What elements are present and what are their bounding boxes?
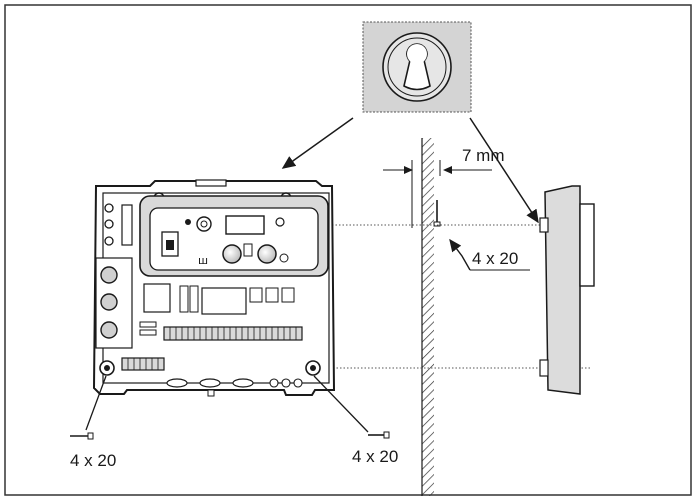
screw-bottom-right [313,375,390,439]
screw-size-label-wall: 4 x 20 [472,249,519,268]
screw-bottom-left [70,375,107,440]
device-front-view: ш [92,179,336,397]
wall-hatch [421,138,434,496]
keyhole-detail [362,21,472,113]
keyhole-icon [382,32,452,102]
gap-label: 7 mm [462,146,505,165]
arrow-wall-screw [449,238,471,271]
device-side-view [539,185,595,395]
gap-dimension [383,160,492,228]
arrow-to-front [281,117,354,169]
screw-icon [433,200,441,227]
svg-text:ш: ш [198,254,208,267]
screw-size-label-left: 4 x 20 [70,451,117,470]
arrow-to-side [469,117,539,224]
screw-size-label-right: 4 x 20 [352,447,399,466]
diagram-border [4,4,692,496]
